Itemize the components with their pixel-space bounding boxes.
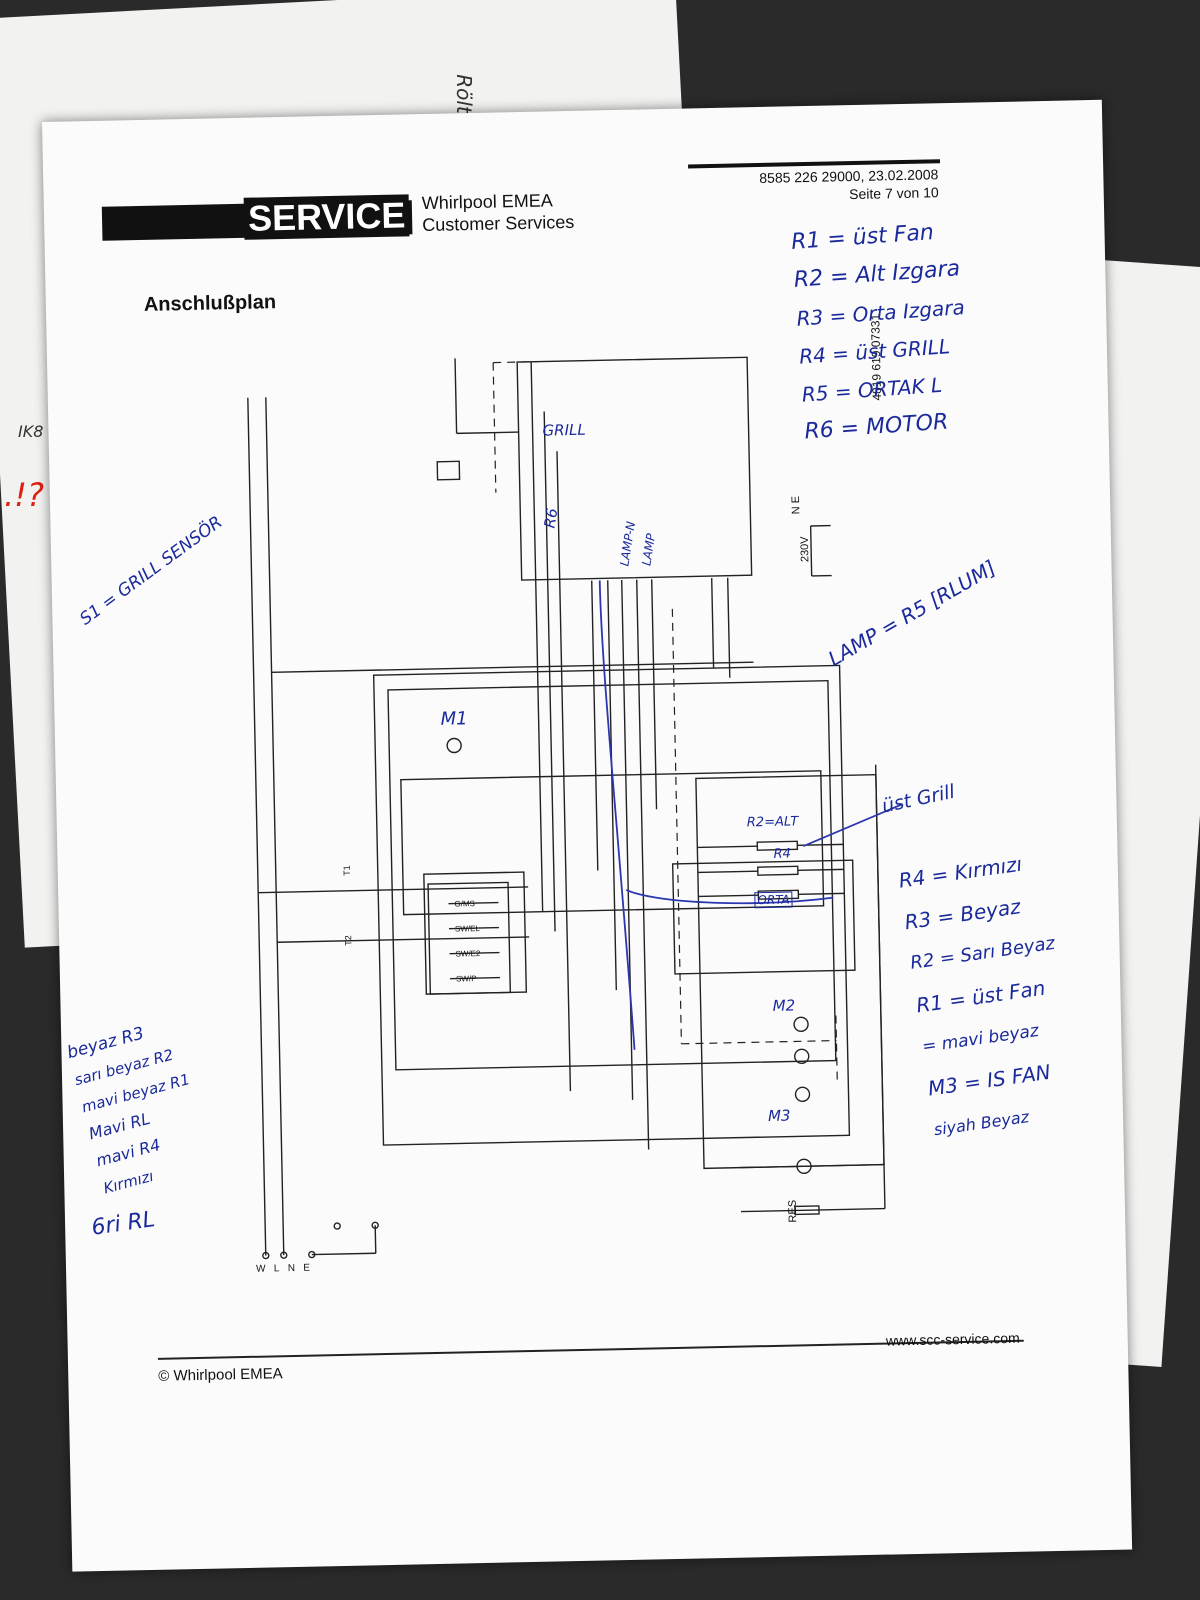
document-page: SERVICE Whirlpool EMEA Customer Services… <box>42 99 1133 1572</box>
annotation-r2-alt: R2=ALT <box>746 814 799 831</box>
supply-voltage-label: 230V <box>798 536 812 563</box>
copyright: © Whirlpool EMEA <box>158 1365 283 1385</box>
background-note-left: IK8 <box>18 422 44 441</box>
switch-swe2: SW/E2 <box>455 949 481 959</box>
thermostat-t2: T2 <box>343 935 354 946</box>
annotation-grill: GRILL <box>542 420 586 440</box>
terminal-n: N <box>287 1262 296 1275</box>
switch-swp: SW/P <box>455 974 477 984</box>
annotation-r6: R6 <box>540 506 562 530</box>
switch-labels: G/MS SW/EL SW/E2 SW/P <box>454 891 481 991</box>
terminal-labels: W L N E <box>256 1263 310 1275</box>
wiring-diagram <box>247 356 903 1260</box>
switch-gms: G/MS <box>454 899 476 909</box>
annotation-m2: M2 <box>772 996 796 1015</box>
annotation-legend: R1 = üst Fan R2 = Alt Izgara R3 = Orta I… <box>790 212 974 451</box>
terminal-l: L <box>273 1263 280 1275</box>
terminal-e: E <box>303 1262 311 1274</box>
background-note-red: .!? <box>4 476 44 514</box>
website: www.scc-service.com <box>885 1329 1020 1349</box>
res-label: RES <box>786 1199 800 1223</box>
neutral-earth-label: N E <box>789 495 803 515</box>
annotation-m3: M3 <box>767 1106 791 1126</box>
thermostat-t1: T1 <box>341 865 352 876</box>
annotation-orta: ORTA <box>754 891 793 909</box>
annotation-m1: M1 <box>440 708 468 730</box>
switch-swel: SW/EL <box>454 924 480 934</box>
annotation-r4: R4 <box>773 846 791 862</box>
terminal-w: W <box>255 1263 266 1275</box>
background-scribble: Rölt <box>451 74 476 114</box>
